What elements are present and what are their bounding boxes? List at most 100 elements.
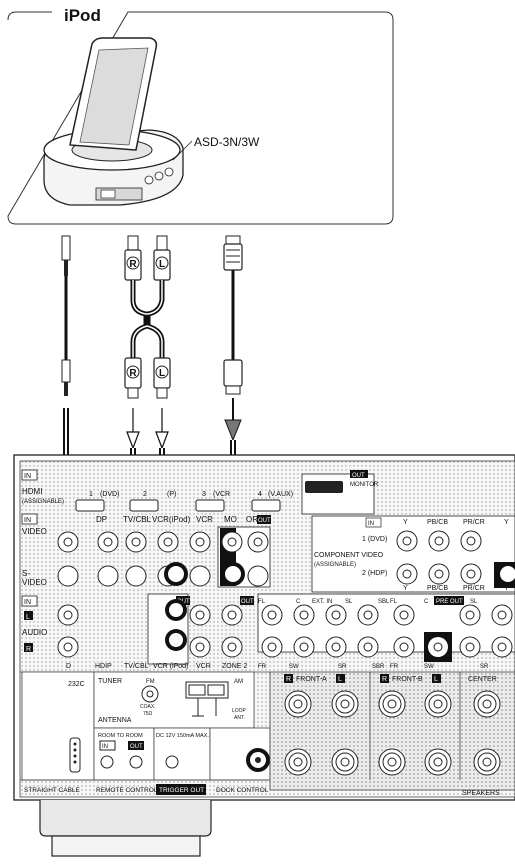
dc-spec-label: DC 12V 150mA MAX. bbox=[156, 733, 209, 739]
hdmi-section: IN HDMI (ASSIGNABLE) 1 (DVD) 2 (P) 3 (VC… bbox=[21, 469, 379, 515]
audio-bottom-sr2: SR bbox=[480, 664, 489, 670]
antenna-label: ANTENNA bbox=[98, 717, 132, 724]
fm-label: FM bbox=[146, 679, 155, 685]
dock-control-label: DOCK CONTROL bbox=[216, 787, 269, 794]
fronta-r-tag: R bbox=[286, 676, 291, 683]
coax-label-1: COAX. bbox=[140, 704, 156, 710]
audio-section: IN L AUDIO R OUT OUT PRE OUT FL C EXT. I… bbox=[21, 593, 515, 670]
bottom-labels: STRAIGHT CABLE REMOTE CONTROL TRIGGER OU… bbox=[20, 779, 270, 795]
frontb-r-tag: R bbox=[382, 676, 387, 683]
trigger-out-label: TRIGGER OUT bbox=[159, 787, 204, 794]
audio-l-tag: L bbox=[26, 614, 30, 621]
component-col-y: Y bbox=[403, 519, 408, 526]
component-label: COMPONENT VIDEO bbox=[314, 552, 384, 559]
video-jacks bbox=[57, 531, 269, 587]
video-col-vcr-ipod: VCR(iPod) bbox=[152, 515, 191, 524]
ipod-box: iPod bbox=[7, 6, 394, 225]
rs232c-label: 232C bbox=[68, 681, 85, 688]
audio-bottom-sr: SR bbox=[338, 664, 347, 670]
dock-model-label: ASD-3N/3W bbox=[194, 135, 260, 149]
component-in-tag: IN bbox=[368, 521, 374, 527]
hdmi-port-4: 4 bbox=[258, 491, 262, 498]
audio-bottom-fr2: FR bbox=[390, 664, 399, 670]
audio-bottom-vcr: VCR bbox=[196, 663, 211, 670]
plug-letter-l-bottom: L bbox=[159, 368, 165, 379]
audio-bottom-sw2: SW bbox=[424, 664, 434, 670]
component-col-pb-b: PB/CB bbox=[427, 585, 448, 592]
video-col-or: OR bbox=[246, 515, 258, 524]
video-col-tvcbl: TV/CBL bbox=[123, 515, 152, 524]
audio-top-sbl: SBL bbox=[378, 599, 390, 605]
tuner-label: TUNER bbox=[98, 678, 122, 685]
audio-top-sl: SL bbox=[345, 599, 353, 605]
audio-in-tag: IN bbox=[24, 599, 31, 606]
hdmi-monitor-label: MONITOR bbox=[350, 482, 379, 488]
coax-label-2: 75Ω bbox=[143, 711, 153, 717]
video-in-tag: IN bbox=[24, 517, 31, 524]
ipod-label: iPod bbox=[64, 6, 101, 25]
component-col-pb: PB/CB bbox=[427, 519, 448, 526]
preout-tag: PRE OUT bbox=[436, 599, 463, 605]
plug-letter-l-top: L bbox=[159, 259, 165, 270]
hdmi-port-3: 3 bbox=[202, 491, 206, 498]
ipod-dock: ASD-3N/3W bbox=[43, 37, 260, 206]
frontb-l-tag: L bbox=[434, 676, 438, 683]
video-label: VIDEO bbox=[22, 527, 47, 536]
center-label: CENTER bbox=[468, 676, 497, 683]
hdmi-port-2-sub: (P) bbox=[167, 491, 176, 498]
hdmi-assignable: (ASSIGNABLE) bbox=[22, 499, 64, 505]
straight-cable-label: STRAIGHT CABLE bbox=[24, 787, 81, 794]
audio-label: AUDIO bbox=[22, 628, 47, 637]
video-col-dp: DP bbox=[96, 515, 107, 524]
audio-bottom-fr: FR bbox=[258, 664, 267, 670]
component-col-y2-b: Y bbox=[504, 585, 509, 592]
audio-top-c2: C bbox=[424, 599, 429, 605]
am-label: AM bbox=[234, 679, 243, 685]
video-col-vcr: VCR bbox=[196, 515, 213, 524]
speakers-label: SPEAKERS bbox=[462, 790, 500, 797]
component-row-1: 1 (DVD) bbox=[362, 536, 387, 543]
hdmi-port-3-sub: (VCR bbox=[213, 491, 230, 498]
audio-bottom-d: D bbox=[66, 663, 71, 670]
plug-letter-r-bottom: R bbox=[129, 368, 137, 379]
remote-control-label: REMOTE CONTROL bbox=[96, 787, 158, 794]
front-a-label: FRONT-A bbox=[296, 676, 327, 683]
svideo-label-1: S- bbox=[22, 569, 30, 578]
audio-top-extin: EXT. IN bbox=[312, 599, 332, 605]
component-col-y-b: Y bbox=[403, 585, 408, 592]
component-section: IN Y PB/CB PR/CR Y 1 (DVD) 2 (HDP) COMPO… bbox=[311, 515, 515, 593]
loop-label-2: ANT. bbox=[234, 715, 245, 721]
audio-bottom-sw: SW bbox=[289, 664, 299, 670]
audio-out-tag-2: OUT bbox=[241, 599, 254, 605]
plug-letter-r-top: R bbox=[129, 259, 137, 270]
hdmi-port-1: 1 bbox=[89, 491, 93, 498]
fronta-l-tag: L bbox=[338, 676, 342, 683]
hdmi-port-2: 2 bbox=[143, 491, 147, 498]
svideo-label-2: VIDEO bbox=[22, 578, 47, 587]
audio-r-tag: R bbox=[26, 646, 31, 653]
audio-top-fl2: FL bbox=[390, 599, 398, 605]
audio-top-sl2: SL bbox=[470, 599, 478, 605]
hdmi-port-4-sub: (V.AUX) bbox=[268, 491, 293, 498]
cable-video-svideo bbox=[223, 235, 243, 395]
room-in-tag: IN bbox=[102, 744, 108, 750]
room-out-tag: OUT bbox=[130, 744, 143, 750]
front-b-label: FRONT-B bbox=[392, 676, 423, 683]
component-row-2: 2 (HDP) bbox=[362, 570, 387, 577]
audio-bottom-sbr: SBR bbox=[372, 664, 385, 670]
hdmi-in-tag: IN bbox=[24, 473, 31, 480]
hdmi-out-tag: OUT bbox=[352, 473, 365, 479]
audio-bottom-zone2: ZONE 2 bbox=[222, 663, 247, 670]
component-assignable: (ASSIGNABLE) bbox=[314, 562, 356, 568]
audio-bottom-tvcbl: TV/CBL bbox=[124, 663, 149, 670]
video-out-tag: OUT bbox=[258, 518, 271, 524]
component-col-pr-b: PR/CR bbox=[463, 585, 485, 592]
audio-top-fl: FL bbox=[258, 599, 266, 605]
component-col-pr: PR/CR bbox=[463, 519, 485, 526]
component-col-y2: Y bbox=[504, 519, 509, 526]
lower-panel: 232C TUNER FM ANTENNA COAX. 75Ω AM LOOP … bbox=[20, 671, 271, 781]
hdmi-port-1-sub: (DVD) bbox=[100, 491, 119, 498]
cable-audio-rca: R L R L bbox=[124, 235, 171, 399]
loop-label-1: LOOP bbox=[232, 708, 247, 714]
